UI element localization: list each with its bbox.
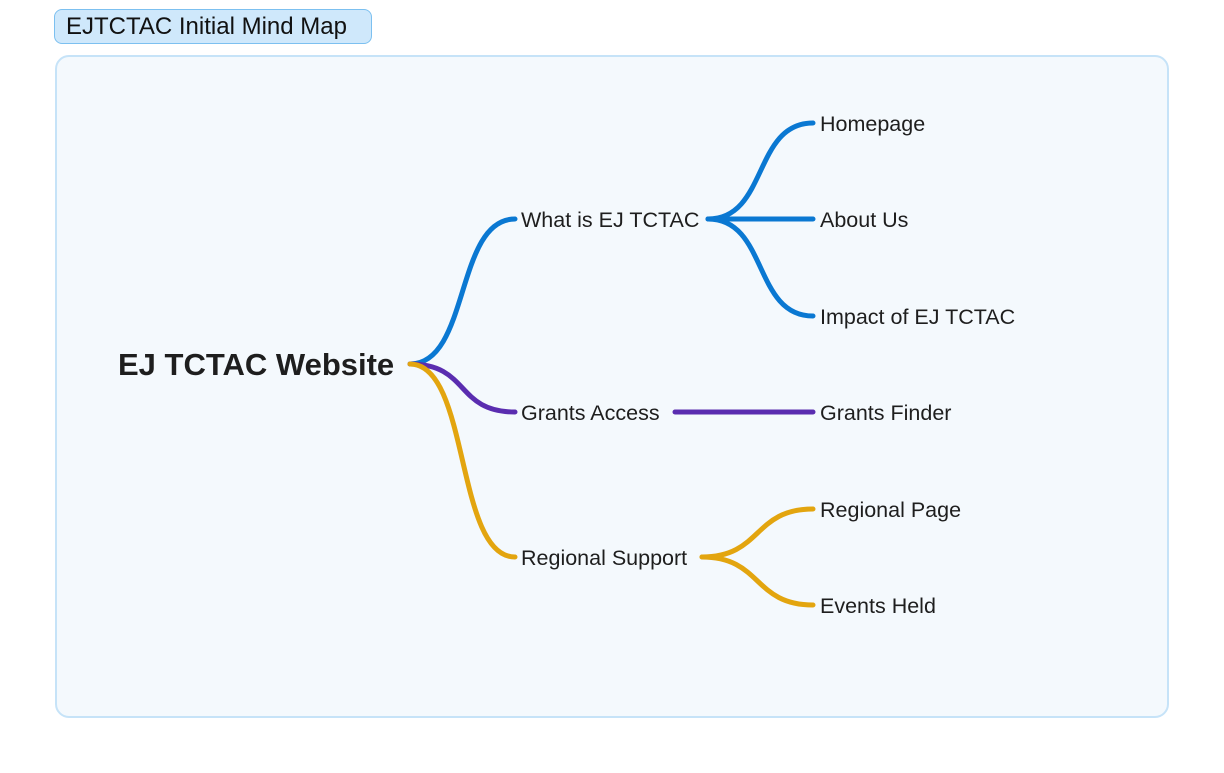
edge-root-what-is <box>407 216 518 367</box>
branch-node-grants-access[interactable]: Grants Access <box>521 401 660 425</box>
branch-node-what-is-ej-tctac[interactable]: What is EJ TCTAC <box>521 208 699 232</box>
edge-what-is-impact <box>705 216 816 319</box>
edge-regional-support-events <box>699 554 816 608</box>
edge-what-is-homepage <box>705 120 816 222</box>
leaf-node-homepage[interactable]: Homepage <box>820 112 925 136</box>
mind-map-frame <box>55 55 1169 718</box>
leaf-node-about-us[interactable]: About Us <box>820 208 908 232</box>
leaf-node-events-held[interactable]: Events Held <box>820 594 936 618</box>
edge-root-regional-support <box>407 361 518 560</box>
leaf-node-impact[interactable]: Impact of EJ TCTAC <box>820 305 1015 329</box>
edge-regional-support-page <box>699 506 816 560</box>
branch-node-regional-support[interactable]: Regional Support <box>521 546 687 570</box>
leaf-node-regional-page[interactable]: Regional Page <box>820 498 961 522</box>
frame-title[interactable]: EJTCTAC Initial Mind Map <box>54 9 372 44</box>
leaf-node-grants-finder[interactable]: Grants Finder <box>820 401 951 425</box>
root-node[interactable]: EJ TCTAC Website <box>118 347 394 382</box>
edge-root-grants-access <box>407 361 518 415</box>
